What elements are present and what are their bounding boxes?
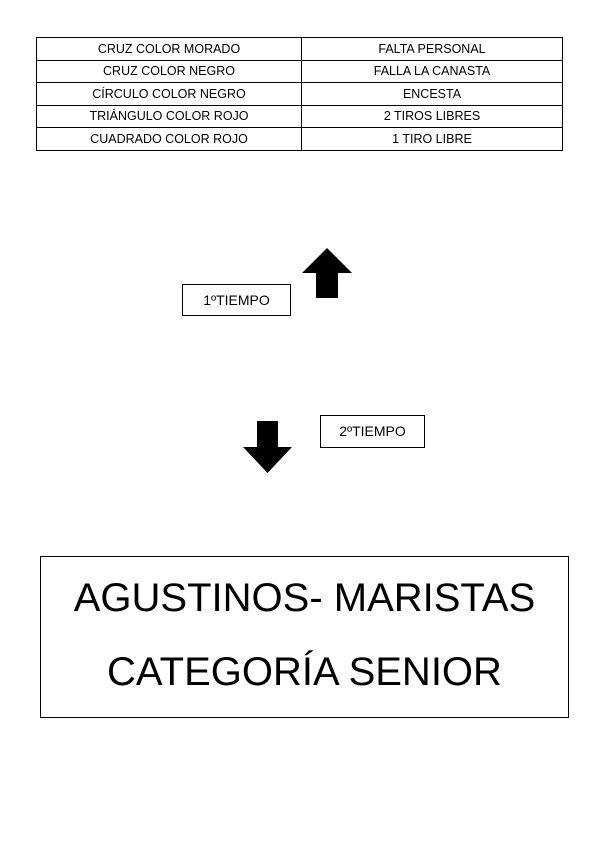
team-title-box: AGUSTINOS- MARISTAS CATEGORÍA SENIOR bbox=[40, 556, 569, 718]
legend-symbol-cell: CUADRADO COLOR ROJO bbox=[36, 127, 302, 151]
legend-row: CRUZ COLOR MORADO FALTA PERSONAL bbox=[36, 37, 563, 61]
legend-row: TRIÁNGULO COLOR ROJO 2 TIROS LIBRES bbox=[36, 104, 563, 128]
legend-row: CUADRADO COLOR ROJO 1 TIRO LIBRE bbox=[36, 127, 563, 151]
legend-row: CÍRCULO COLOR NEGRO ENCESTA bbox=[36, 82, 563, 106]
legend-symbol-cell: CRUZ COLOR MORADO bbox=[36, 37, 302, 61]
legend-symbol-cell: TRIÁNGULO COLOR ROJO bbox=[36, 104, 302, 128]
team-title: AGUSTINOS- MARISTAS bbox=[73, 576, 536, 620]
legend-meaning-cell: FALTA PERSONAL bbox=[301, 37, 563, 61]
arrow-up-icon bbox=[302, 248, 352, 298]
legend-row: CRUZ COLOR NEGRO FALLA LA CANASTA bbox=[36, 59, 563, 83]
legend-meaning-cell: FALLA LA CANASTA bbox=[301, 59, 563, 83]
legend-symbol-cell: CRUZ COLOR NEGRO bbox=[36, 59, 302, 83]
legend-table: CRUZ COLOR MORADO FALTA PERSONAL CRUZ CO… bbox=[36, 37, 563, 151]
legend-symbol-cell: CÍRCULO COLOR NEGRO bbox=[36, 82, 302, 106]
second-period-label: 2ºTIEMPO bbox=[320, 415, 425, 448]
category-title: CATEGORÍA SENIOR bbox=[107, 650, 502, 694]
arrow-down-icon bbox=[243, 421, 292, 473]
legend-meaning-cell: 1 TIRO LIBRE bbox=[301, 127, 563, 151]
legend-meaning-cell: 2 TIROS LIBRES bbox=[301, 104, 563, 128]
first-period-label: 1ºTIEMPO bbox=[182, 284, 291, 316]
legend-meaning-cell: ENCESTA bbox=[301, 82, 563, 106]
